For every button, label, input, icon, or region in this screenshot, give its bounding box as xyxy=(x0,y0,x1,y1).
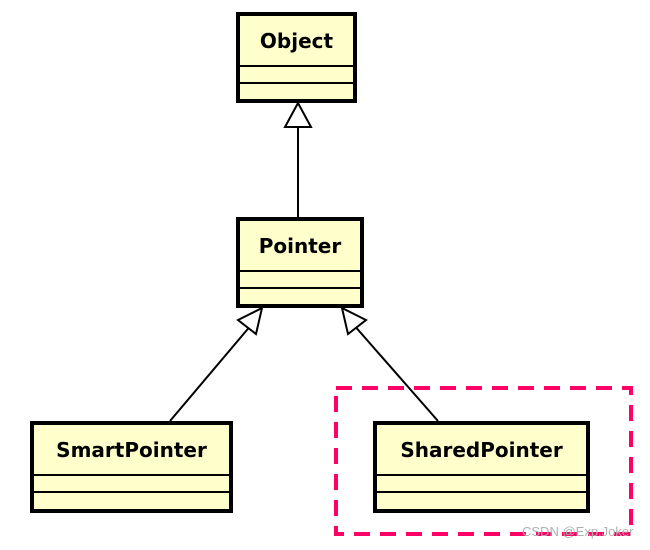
inheritance-arrow-pointer-left xyxy=(236,306,264,336)
inheritance-arrow-object xyxy=(283,100,313,128)
class-name: SharedPointer xyxy=(377,425,586,476)
attributes-compartment xyxy=(34,476,229,493)
inheritance-arrow-pointer-right xyxy=(340,306,368,336)
class-name: SmartPointer xyxy=(34,425,229,476)
inheritance-line-sharedpointer-pointer xyxy=(352,323,439,422)
attributes-compartment xyxy=(240,272,360,289)
attributes-compartment xyxy=(377,476,586,493)
highlight-dashed-box xyxy=(334,386,633,536)
attributes-compartment xyxy=(240,67,353,84)
class-shared-pointer[interactable]: SharedPointer xyxy=(373,421,590,513)
class-name: Object xyxy=(240,16,353,67)
class-pointer[interactable]: Pointer xyxy=(236,217,364,308)
class-smart-pointer[interactable]: SmartPointer xyxy=(30,421,233,513)
inheritance-line-smartpointer-pointer xyxy=(169,323,253,422)
watermark: CSDN @Exp.Joker xyxy=(522,524,634,539)
class-name: Pointer xyxy=(240,221,360,272)
class-object[interactable]: Object xyxy=(236,12,357,103)
